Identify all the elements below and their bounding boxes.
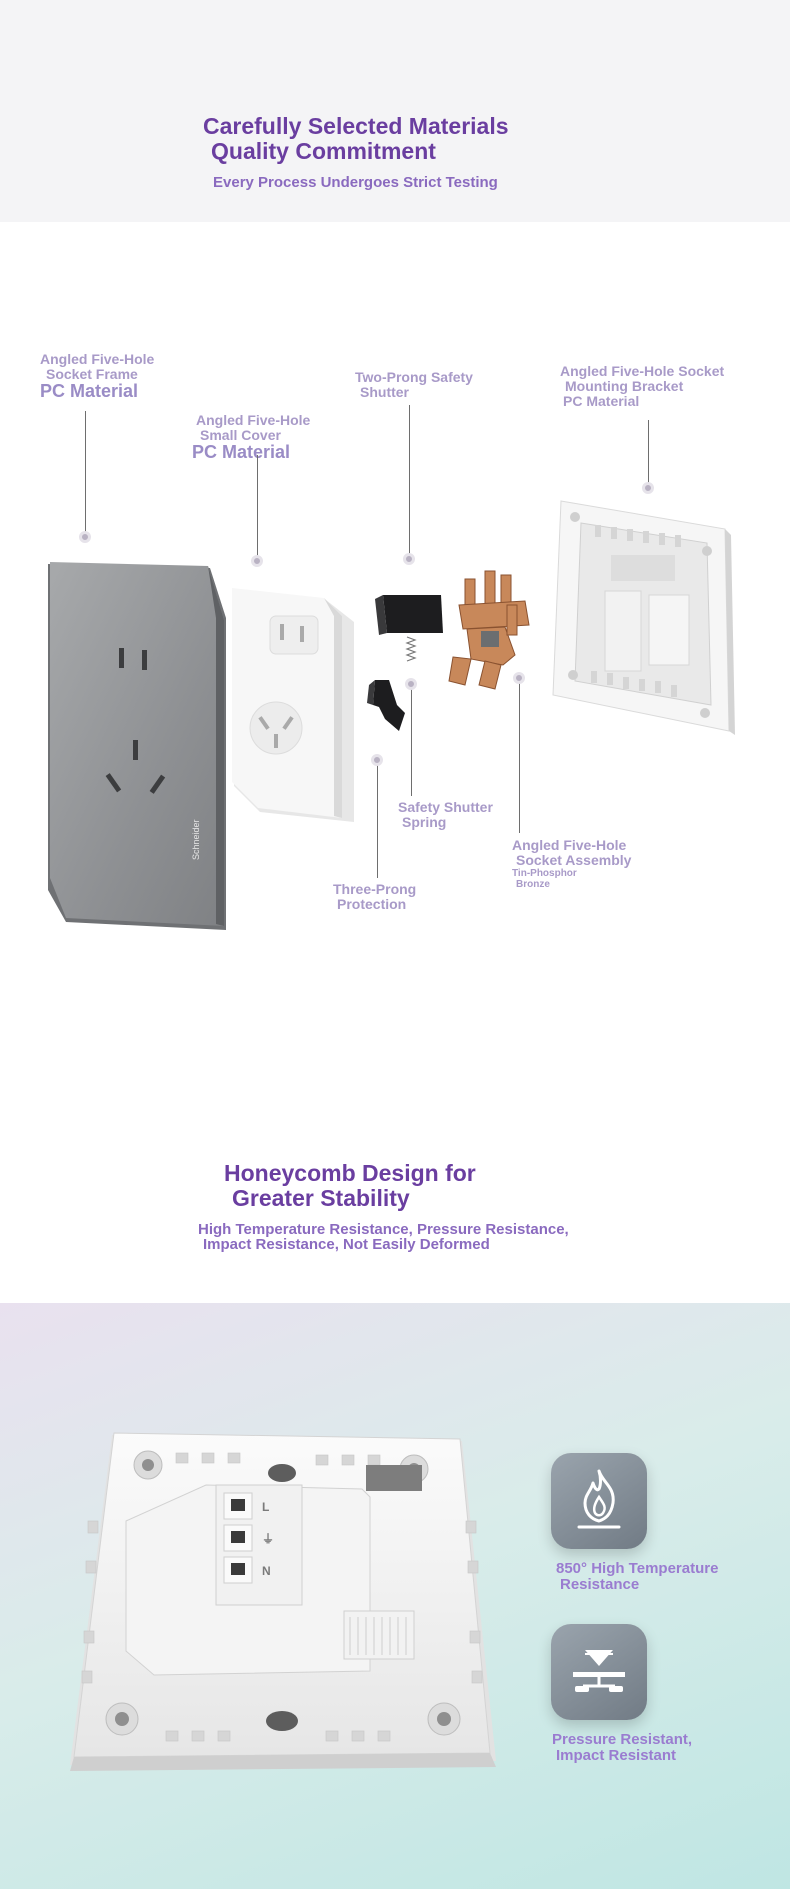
feature-pressure-label: Pressure Resistant, Impact Resistant [552,1731,693,1764]
header-title-line1: Carefully Selected Materials [203,113,509,139]
safety-shutter-image [367,595,443,731]
label-mounting-bracket: Angled Five-Hole Socket Mounting Bracket… [560,363,725,409]
leader-line-cover [257,455,258,558]
leader-dot-frame [79,531,91,543]
leader-dot-assembly [513,672,525,684]
header-subtitle: Every Process Undergoes Strict Testing [213,174,498,191]
leader-line-frame [85,411,86,533]
honeycomb-feature-band: L ⏚ N 850° High Temperature Resistance [0,1303,790,1889]
leader-dot-spring [405,678,417,690]
terminal-l-mark: L [262,1500,269,1514]
honeycomb-title-line1: Honeycomb Design for [224,1160,476,1186]
label-shutter-spring: Safety Shutter Spring [398,799,493,830]
feature-high-temp-label: 850° High Temperature Resistance [556,1560,719,1593]
high-temperature-badge [551,1453,647,1549]
flame-icon [577,1469,621,1529]
pressure-resistant-badge [551,1624,647,1720]
leader-line-spring [411,684,412,796]
leader-line-bracket [648,420,649,487]
materials-header-band: Carefully Selected Materials Quality Com… [0,0,790,222]
socket-back-image: L ⏚ N [70,1432,496,1771]
header-title-line2: Quality Commitment [211,138,436,164]
socket-assembly-image [448,570,530,690]
leader-line-three-prong [377,760,378,878]
socket-frame-image: Schneider [48,562,226,930]
leader-dot-cover [251,555,263,567]
honeycomb-subtitle-line1: High Temperature Resistance, Pressure Re… [198,1221,569,1238]
label-small-cover: Angled Five-Hole Small Cover PC Material [192,412,311,462]
mounting-bracket-image [552,500,735,735]
honeycomb-subtitle-line2: Impact Resistance, Not Easily Deformed [203,1236,490,1253]
leader-dot-bracket [642,482,654,494]
honeycomb-title-line2: Greater Stability [232,1185,410,1211]
brand-mark: Schneider [191,819,201,860]
small-cover-image [232,588,354,822]
leader-line-shutter [409,405,410,555]
terminal-n-mark: N [262,1564,271,1578]
label-three-prong: Three-Prong Protection [333,881,417,912]
leader-line-assembly [519,678,520,833]
leader-dot-shutter [403,553,415,565]
terminal-ground-mark: ⏚ [262,1532,274,1546]
label-socket-frame: Angled Five-Hole Socket Frame PC Materia… [40,351,155,401]
label-safety-shutter: Two-Prong Safety Shutter [355,369,473,400]
leader-dot-three-prong [371,754,383,766]
press-icon [573,1650,625,1692]
label-socket-assembly: Angled Five-Hole Socket Assembly Tin-Pho… [512,837,632,891]
